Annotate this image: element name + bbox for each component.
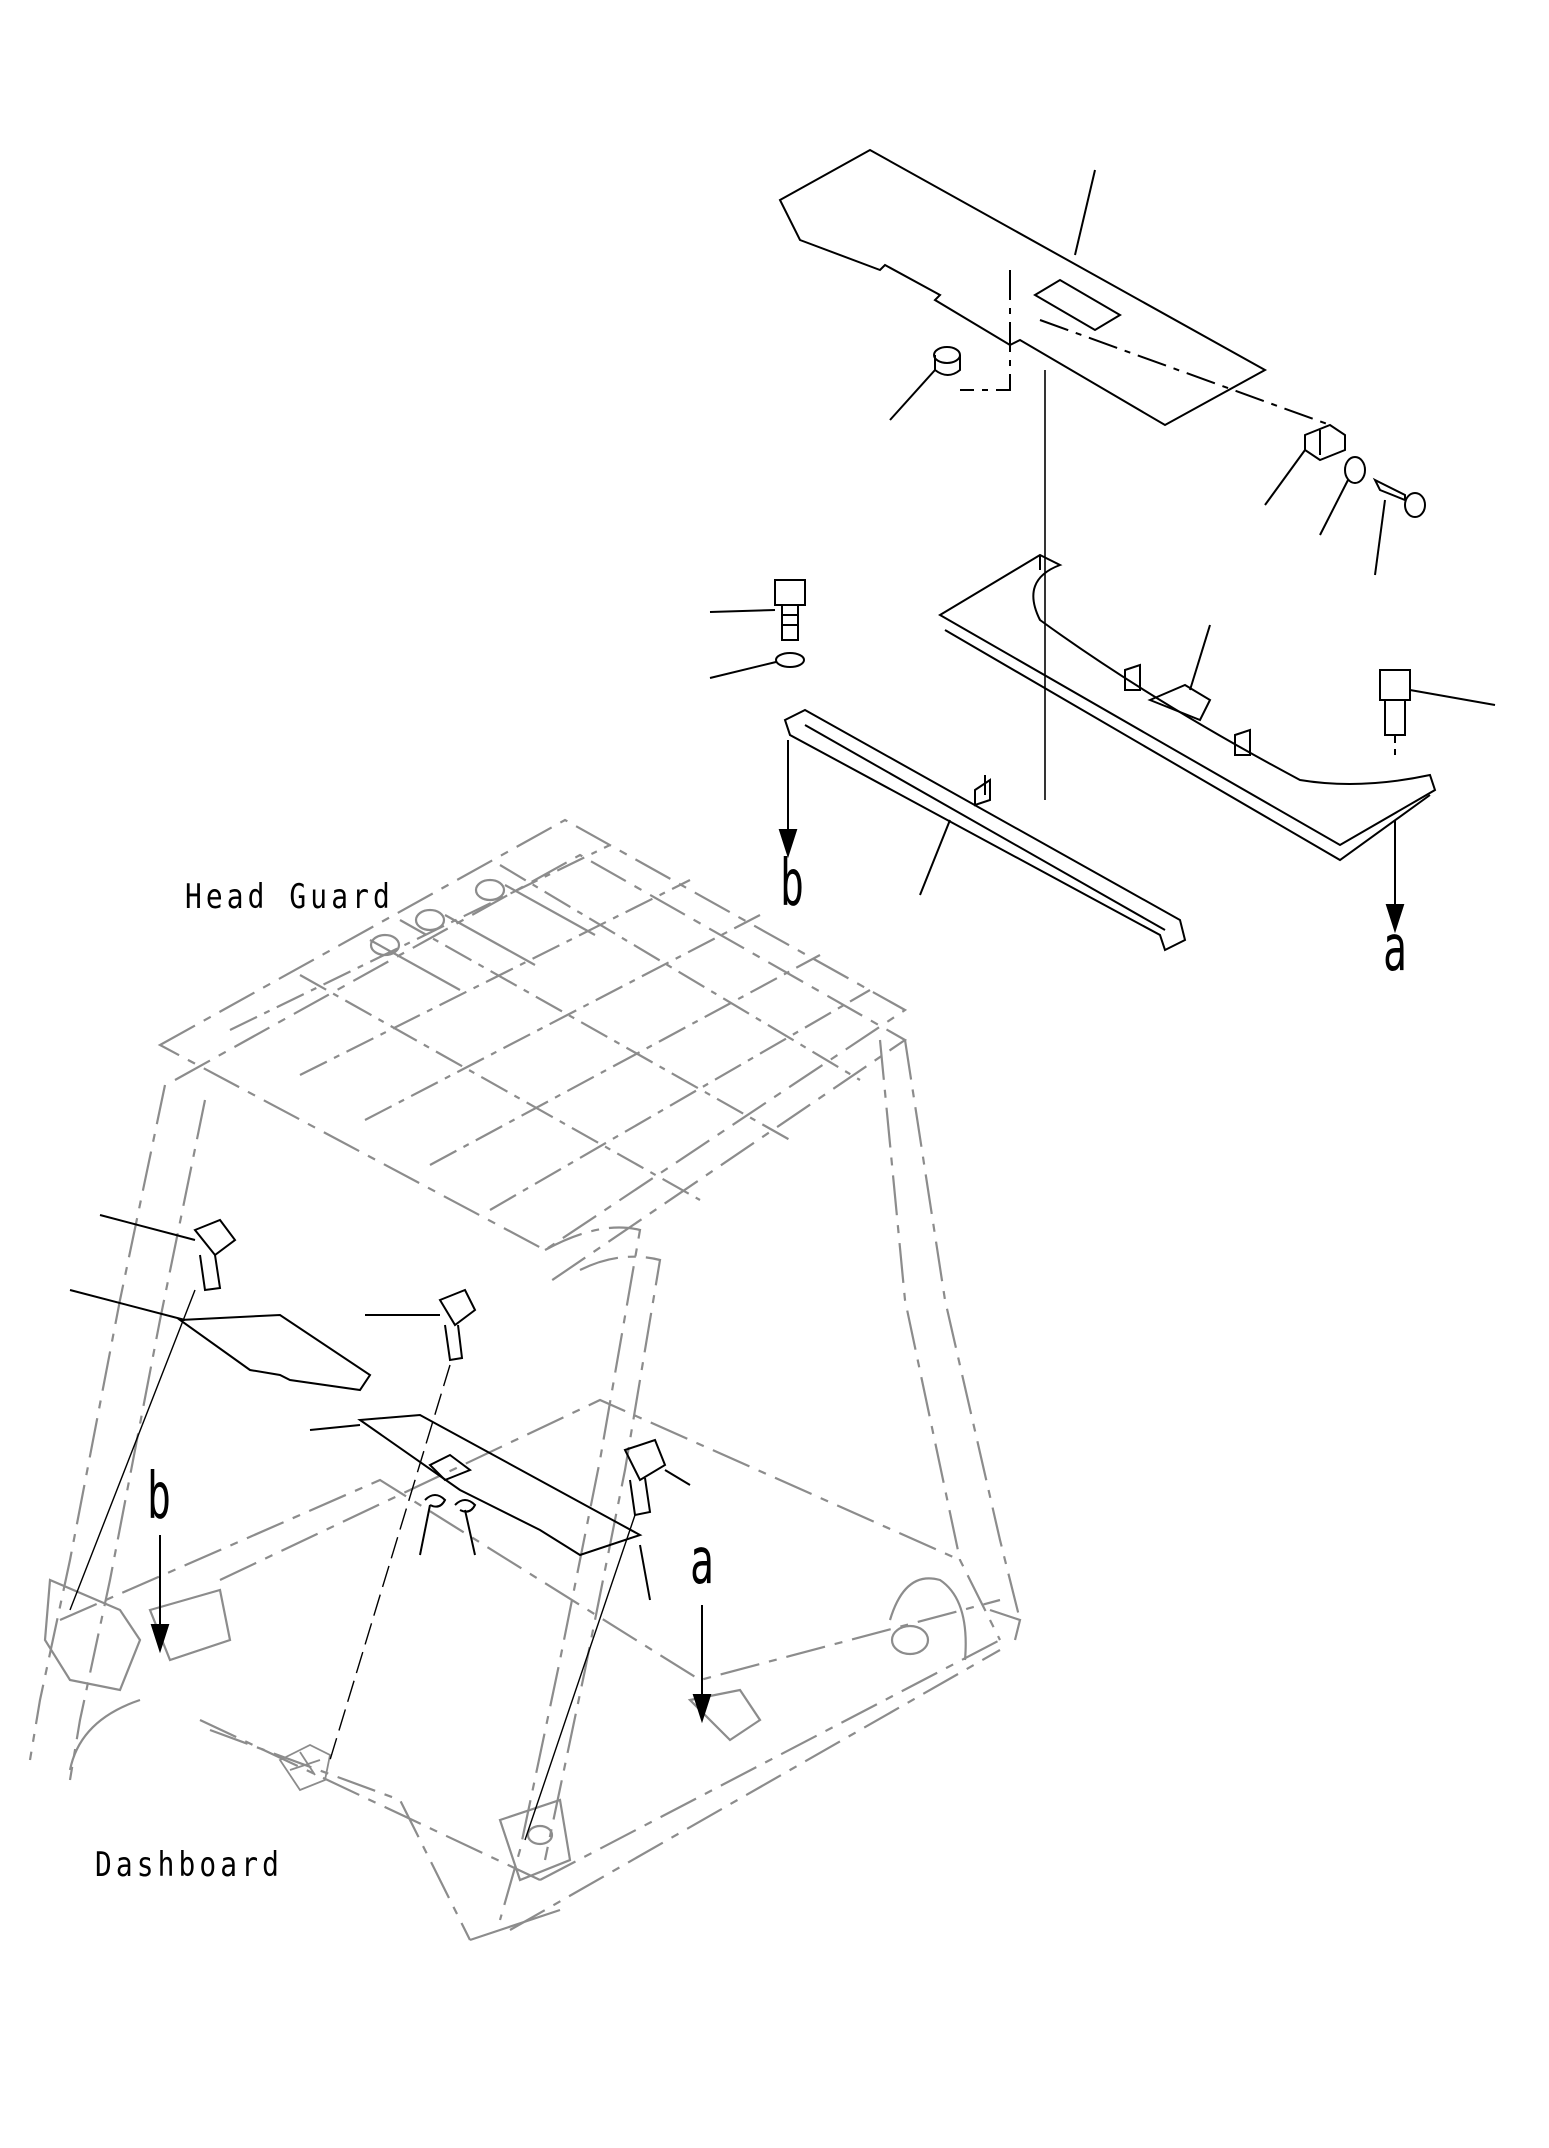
lower-bolt-center — [438, 1288, 477, 1327]
reference-arrows — [150, 740, 1405, 1724]
lower-bolt-left — [193, 1218, 237, 1257]
arrow-a-upper — [1385, 904, 1405, 934]
clip-right — [454, 1499, 477, 1513]
head-guard-frame — [28, 818, 1022, 1942]
washer-small — [1344, 456, 1366, 484]
arrow-b-upper — [778, 829, 798, 859]
flange-bolt — [1379, 669, 1411, 701]
lower-cover-plate — [938, 553, 1437, 847]
washer-large — [775, 652, 805, 668]
cap-nut — [934, 355, 961, 376]
hex-bolt — [774, 579, 806, 606]
bracket-bar — [783, 708, 1187, 952]
exploded-parts — [69, 148, 1496, 1841]
label-head-guard: Head Guard — [185, 877, 394, 917]
dashboard-bracket — [278, 1743, 332, 1792]
arrow-b-lower — [150, 1624, 170, 1654]
dashboard-plate-upper — [177, 1313, 372, 1392]
lower-bolt-right — [623, 1438, 667, 1482]
arrow-a-lower — [692, 1694, 712, 1724]
ref-b-lower: b — [147, 1460, 171, 1534]
clip-left — [424, 1494, 447, 1508]
ref-a-lower: a — [690, 1525, 714, 1599]
label-dashboard: Dashboard — [95, 1845, 283, 1885]
ref-a-upper: a — [1383, 912, 1407, 986]
top-cover-plate — [778, 148, 1268, 427]
dashboard-plate-lower — [357, 1413, 643, 1557]
latch-block — [1304, 423, 1346, 462]
ref-b-upper: b — [780, 847, 804, 921]
screw — [1372, 477, 1406, 502]
